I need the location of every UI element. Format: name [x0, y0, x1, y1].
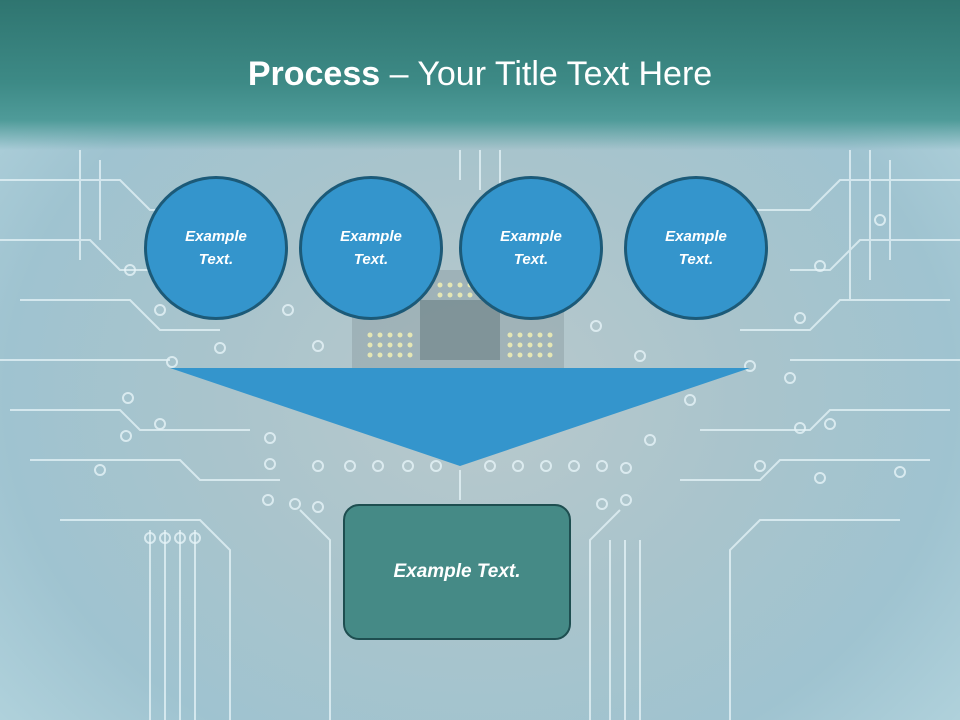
- slide-title: Process – Your Title Text Here: [0, 52, 960, 96]
- funnel-arrow: [170, 368, 750, 466]
- process-step-circle-1: Example Text.: [144, 176, 288, 320]
- header-band: [0, 0, 960, 150]
- title-bold: Process: [247, 55, 381, 93]
- result-box: Example Text.: [343, 504, 571, 640]
- circle-label-4: Example Text.: [665, 228, 727, 268]
- process-step-circle-3: Example Text.: [459, 176, 603, 320]
- circle-label-2: Example Text.: [340, 228, 402, 268]
- circle-label-1: Example Text.: [185, 228, 247, 268]
- process-step-circle-4: Example Text.: [624, 176, 768, 320]
- process-step-circle-2: Example Text.: [299, 176, 443, 320]
- result-label: Example Text.: [393, 561, 521, 582]
- title-rest: – Your Title Text Here: [380, 55, 713, 93]
- circle-label-3: Example Text.: [500, 228, 562, 268]
